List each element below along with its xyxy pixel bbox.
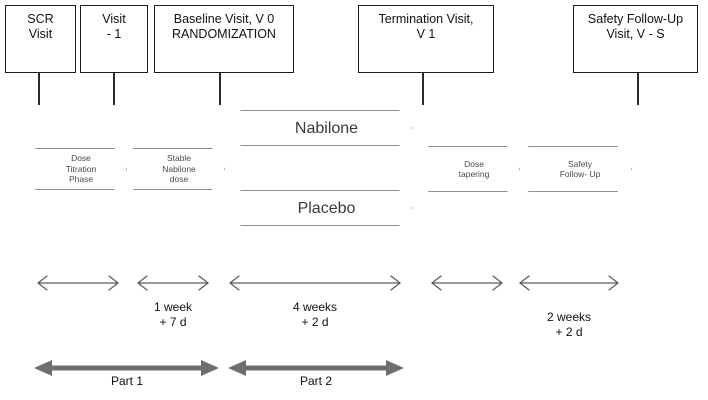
treatment-arm-label: Placebo: [297, 199, 356, 217]
duration-label-1-week: 1 week + 7 d: [153, 300, 193, 329]
phase-chevron-safety-follow-up: Safety Follow- Up: [528, 146, 632, 192]
phase-chevron-label: Stable Nabilone dose: [162, 153, 196, 185]
duration-label-4-weeks: 4 weeks + 2 d: [292, 300, 338, 329]
connector-stem-visit-minus-1: [113, 73, 115, 105]
treatment-arm-placebo: Placebo: [240, 190, 413, 226]
visit-box-baseline-visit: Baseline Visit, V 0 RANDOMIZATION: [154, 5, 294, 73]
part-label-part-1: Part 1: [110, 374, 143, 388]
duration-label-2-weeks: 2 weeks + 2 d: [546, 310, 592, 339]
connector-stem-termination-visit: [422, 73, 424, 105]
phase-chevron-stable-nabilone-dose: Stable Nabilone dose: [133, 148, 225, 190]
connector-stem-scr-visit: [38, 73, 40, 105]
duration-arrow-4: [431, 275, 503, 291]
part-label-part-2: Part 2: [299, 374, 332, 388]
connector-stem-safety-followup-visit: [637, 73, 639, 105]
phase-chevron-label: Safety Follow- Up: [559, 158, 601, 180]
phase-chevron-label: Dose Titration Phase: [65, 153, 97, 185]
duration-arrow-1: [37, 275, 119, 291]
treatment-arm-label: Nabilone: [294, 119, 359, 137]
visit-box-visit-minus-1: Visit - 1: [80, 5, 148, 73]
visit-box-scr-visit: SCR Visit: [5, 5, 76, 73]
phase-chevron-dose-titration-phase: Dose Titration Phase: [35, 148, 127, 190]
treatment-arm-nabilone: Nabilone: [240, 110, 413, 146]
visit-box-label: Baseline Visit, V 0 RANDOMIZATION: [172, 12, 276, 41]
phase-chevron-label: Dose tapering: [458, 158, 490, 180]
visit-box-label: SCR Visit: [27, 12, 54, 41]
visit-box-label: Termination Visit, V 1: [378, 12, 474, 41]
visit-box-label: Safety Follow-Up Visit, V - S: [587, 12, 684, 41]
phase-chevron-dose-tapering: Dose tapering: [428, 146, 520, 192]
duration-arrow-3: [229, 275, 401, 291]
visit-box-safety-followup-visit: Safety Follow-Up Visit, V - S: [573, 5, 698, 73]
duration-arrow-2: [137, 275, 209, 291]
duration-arrow-5: [519, 275, 619, 291]
connector-stem-baseline-visit: [219, 73, 221, 105]
visit-box-label: Visit - 1: [102, 12, 126, 41]
visit-box-termination-visit: Termination Visit, V 1: [358, 5, 494, 73]
